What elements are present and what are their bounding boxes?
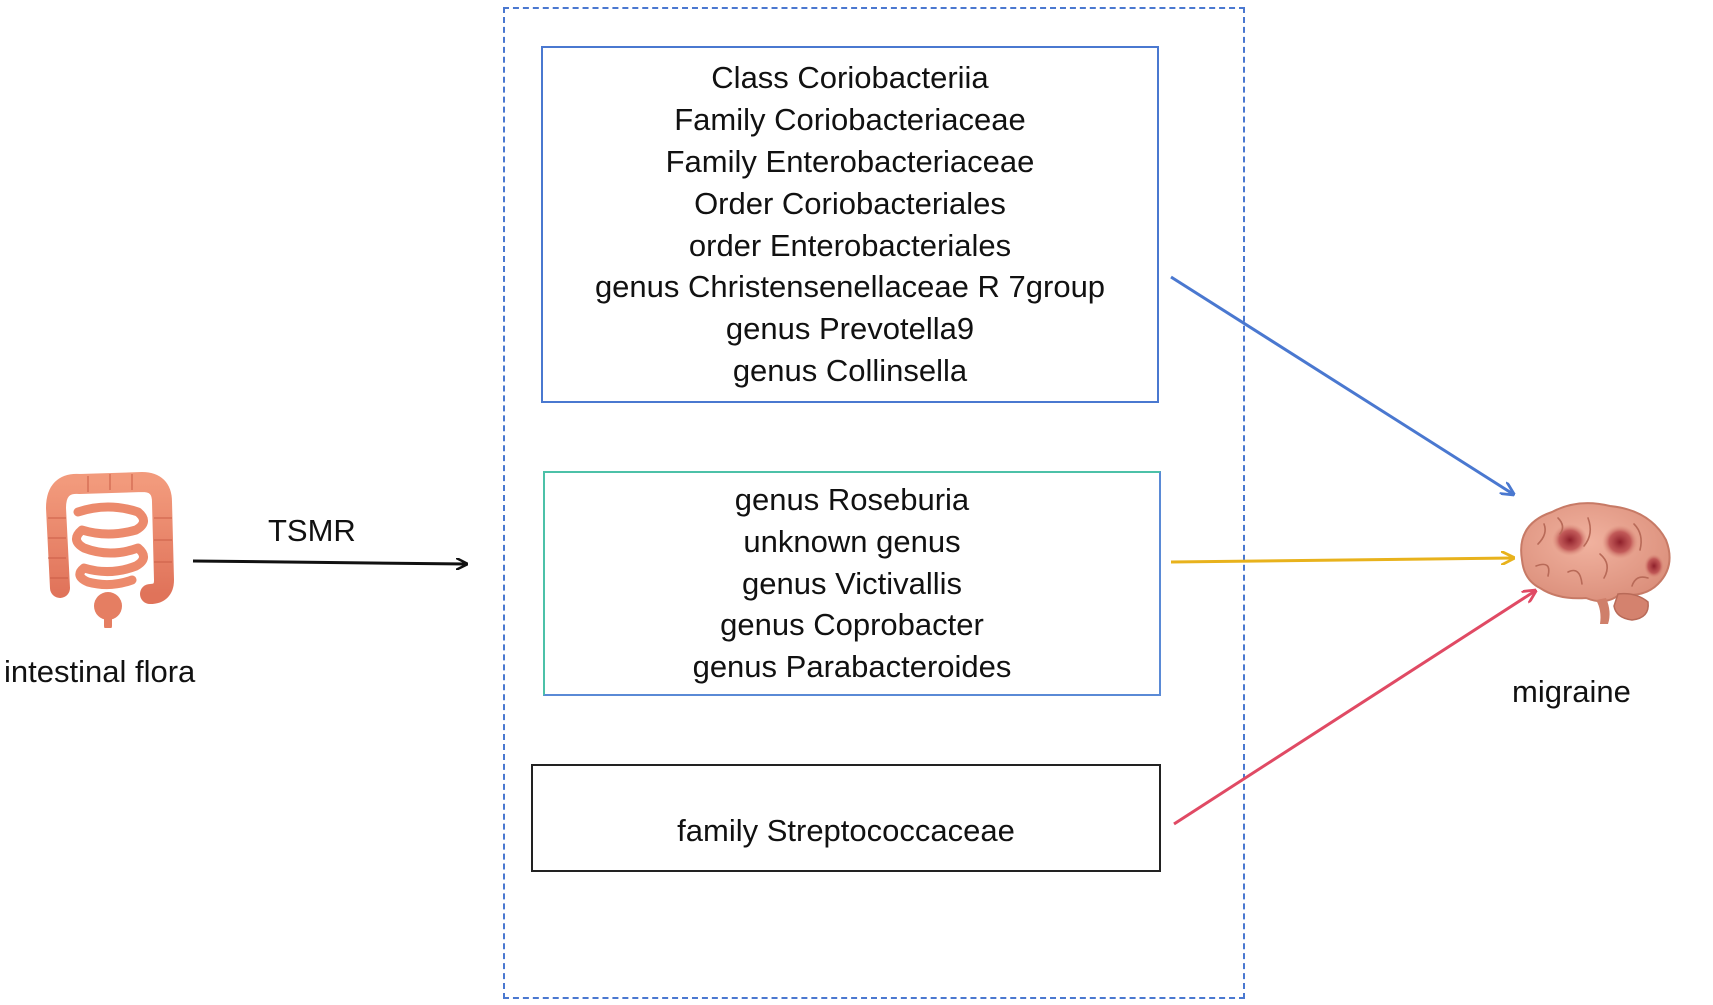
method-arrow xyxy=(192,561,466,564)
bacteria-group-2: genus Roseburia unknown genus genus Vict… xyxy=(543,471,1161,696)
group-2-item: genus Coprobacter xyxy=(720,607,984,643)
target-label: migraine xyxy=(1512,674,1631,709)
group-1-item: genus Christensenellaceae R 7group xyxy=(594,269,1106,305)
bacteria-group-1: Class Coriobacteriia Family Coriobacteri… xyxy=(541,46,1159,403)
group-1-item: Class Coriobacteriia xyxy=(711,60,989,96)
group-1-item: genus Prevotella9 xyxy=(725,311,975,347)
method-label: TSMR xyxy=(268,513,356,548)
bacteria-group-3: family Streptococcaceae xyxy=(531,764,1161,872)
group-3-item: family Streptococcaceae xyxy=(677,813,1015,849)
group-1-item: Order Coriobacteriales xyxy=(694,185,1006,221)
mediator-container xyxy=(503,7,1245,999)
group-1-item: order Enterobacteriales xyxy=(688,227,1012,263)
source-label: intestinal flora xyxy=(4,654,196,689)
group-1-item: genus Collinsella xyxy=(732,352,968,388)
group-1-item: Family Enterobacteriaceae xyxy=(665,143,1035,179)
group-1-item: Family Coriobacteriaceae xyxy=(674,102,1026,138)
group-2-item: genus Roseburia xyxy=(734,482,970,517)
group-2-item: genus Parabacteroides xyxy=(692,649,1012,685)
group-2-item: genus Victivallis xyxy=(742,565,962,601)
group-2-item: unknown genus xyxy=(743,523,961,559)
intestine-icon xyxy=(45,471,175,628)
brain-icon xyxy=(1520,502,1671,624)
